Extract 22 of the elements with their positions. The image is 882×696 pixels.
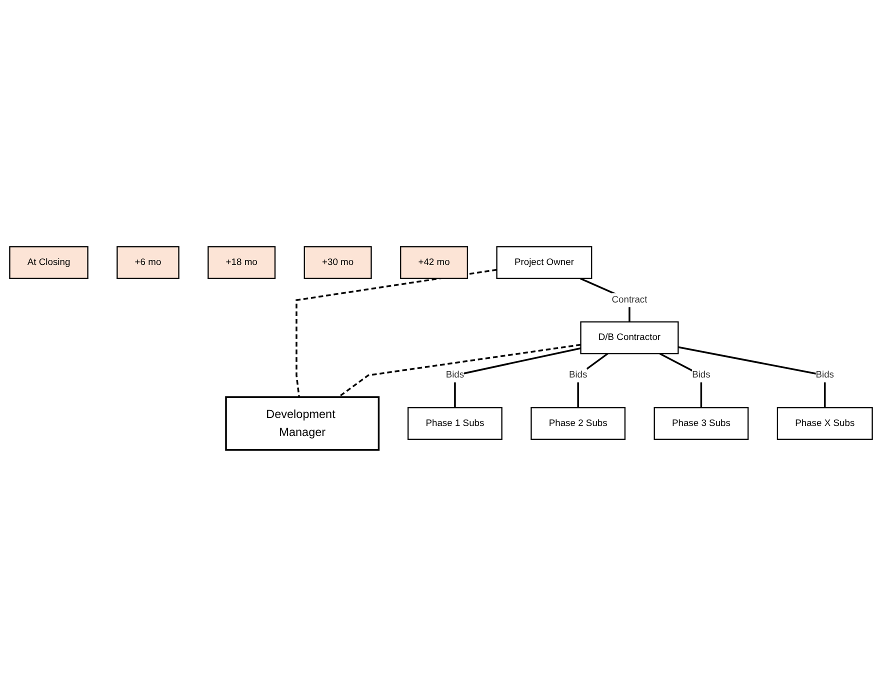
node-box: Development Manager [225, 396, 380, 450]
node-box: Phase 2 Subs [530, 406, 626, 440]
node-box: Phase 3 Subs [654, 406, 749, 440]
connector [296, 268, 497, 397]
edge-label: Contract [612, 294, 648, 305]
connector [678, 346, 826, 408]
edge-label: Bids [568, 370, 588, 380]
node-box: Phase 1 Subs [408, 406, 502, 440]
node-box: +6 mo [116, 246, 180, 279]
node-box: Project Owner [496, 246, 592, 279]
node-box: +18 mo [208, 246, 276, 279]
node-box: At Closing [9, 246, 88, 279]
connector [338, 344, 581, 398]
connector [577, 352, 608, 408]
connector [454, 347, 581, 408]
node-box: Phase X Subs [776, 406, 873, 440]
edge-label: Bids [816, 370, 834, 380]
node-box: +42 mo [400, 246, 468, 279]
node-box: +30 mo [304, 246, 372, 279]
node-box: D/B Contractor [580, 320, 679, 354]
edge-label: Bids [446, 370, 464, 380]
edge-label: Bids [692, 370, 710, 380]
